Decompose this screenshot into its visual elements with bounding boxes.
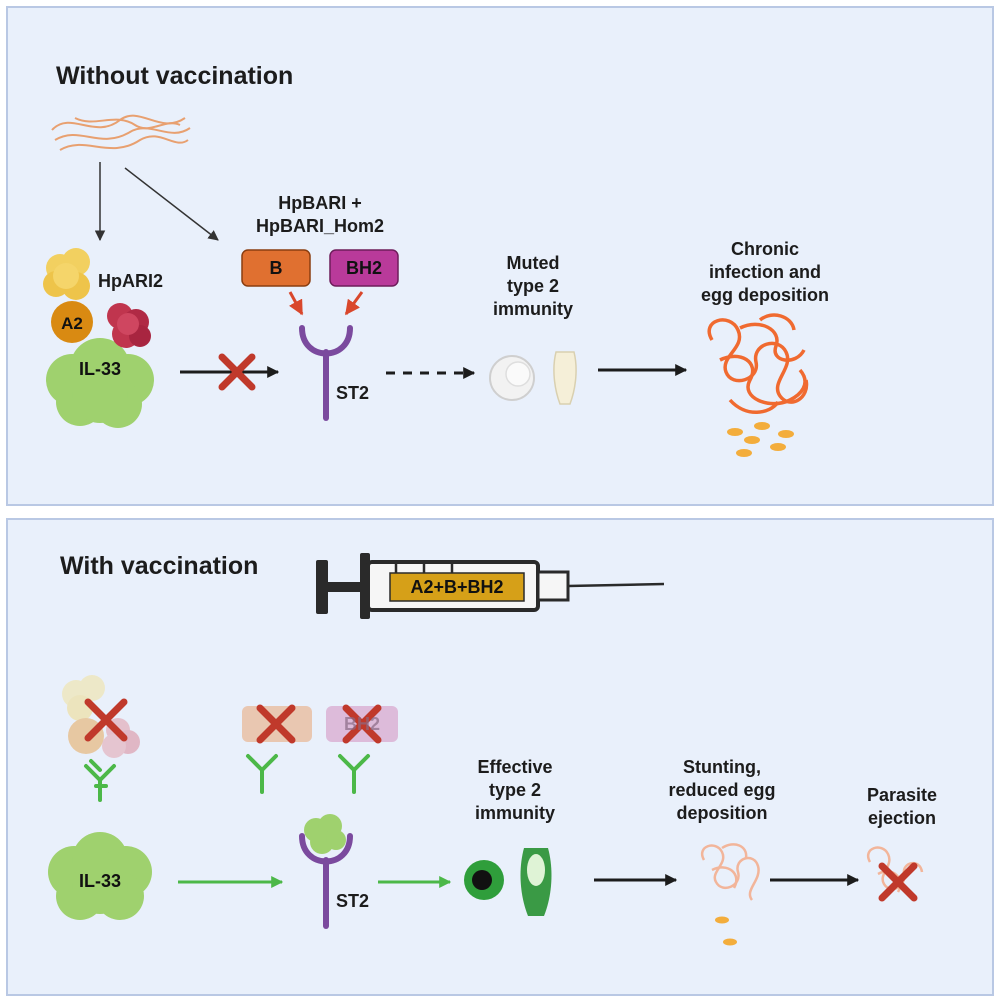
heading-with-vaccination: With vaccination [60, 552, 259, 580]
ejected-worm-icon [866, 846, 924, 893]
blocked-cross-icon [256, 704, 382, 744]
muted-immune-cell-icon [489, 355, 535, 401]
active-goblet-cell-icon [520, 848, 552, 916]
blocked-cross-icon [84, 698, 128, 742]
ejection-label-line2: ejection [867, 808, 937, 828]
active-immune-cell-icon [464, 860, 504, 900]
effective-label-line2: type 2 [488, 780, 542, 800]
hpbari-label-line2: HpBARI_Hom2 [255, 216, 384, 236]
panel-without-vaccination [6, 6, 994, 506]
stunted-worm-icon [700, 843, 760, 901]
st2-receptor-icon [299, 325, 353, 421]
muted-label-line3: immunity [492, 299, 573, 319]
chronic-label-line1: Chronic [730, 239, 799, 259]
egg-icon [727, 422, 794, 457]
il33-label: IL-33 [78, 359, 121, 379]
il33-protein-icon [46, 338, 154, 428]
muted-goblet-cell-icon [553, 351, 577, 405]
stunting-label-line2: reduced egg [668, 780, 776, 800]
antibody-icon [338, 754, 370, 794]
il33-label-bottom: IL-33 [78, 871, 121, 891]
parasite-worm-icon [51, 114, 191, 151]
arrow-bh2-to-st2 [344, 291, 364, 316]
muted-label-line1: Muted [506, 253, 560, 273]
hpbari-hom2-bh2-box [329, 249, 399, 287]
arrow-worm-to-hpbari [124, 167, 219, 241]
egg-icon [715, 916, 737, 946]
hpari2-label: HpARI2 [98, 271, 164, 291]
chronic-label-line3: egg deposition [701, 285, 829, 305]
antibody-icon [246, 754, 278, 794]
heading-without-vaccination: Without vaccination [56, 62, 294, 90]
blocked-cross-icon [218, 353, 256, 391]
vaccine-label: A2+B+BH2 [410, 577, 504, 597]
st2-receptor-icon [299, 833, 353, 929]
vaccine-syringe-icon [316, 553, 665, 619]
bh2-faded-label: BH2 [343, 714, 380, 734]
il33-protein-icon [48, 832, 152, 920]
il33-bound-icon [304, 814, 346, 854]
chronic-label-line2: infection and [709, 262, 821, 282]
chronic-worm-icon [707, 313, 809, 414]
effective-label-line3: immunity [474, 803, 555, 823]
st2-label: ST2 [336, 383, 370, 403]
hpbari-b-box [241, 249, 311, 287]
hpari2-protein-icon [43, 248, 151, 348]
st2-label-bottom: ST2 [336, 891, 370, 911]
muted-label-line2: type 2 [506, 276, 560, 296]
stunting-label-line3: deposition [676, 803, 768, 823]
stunting-label-line1: Stunting, [683, 757, 761, 777]
bh2-label: BH2 [345, 258, 382, 278]
arrow-b-to-st2 [288, 291, 304, 316]
b-label: B [269, 258, 283, 278]
hpbari-label-line1: HpBARI + [278, 193, 362, 213]
antibody-icon [84, 759, 116, 802]
blocked-cross-icon [878, 862, 918, 902]
effective-label-line1: Effective [477, 757, 553, 777]
a2-label: A2 [61, 314, 83, 333]
ejection-label-line1: Parasite [866, 785, 938, 805]
